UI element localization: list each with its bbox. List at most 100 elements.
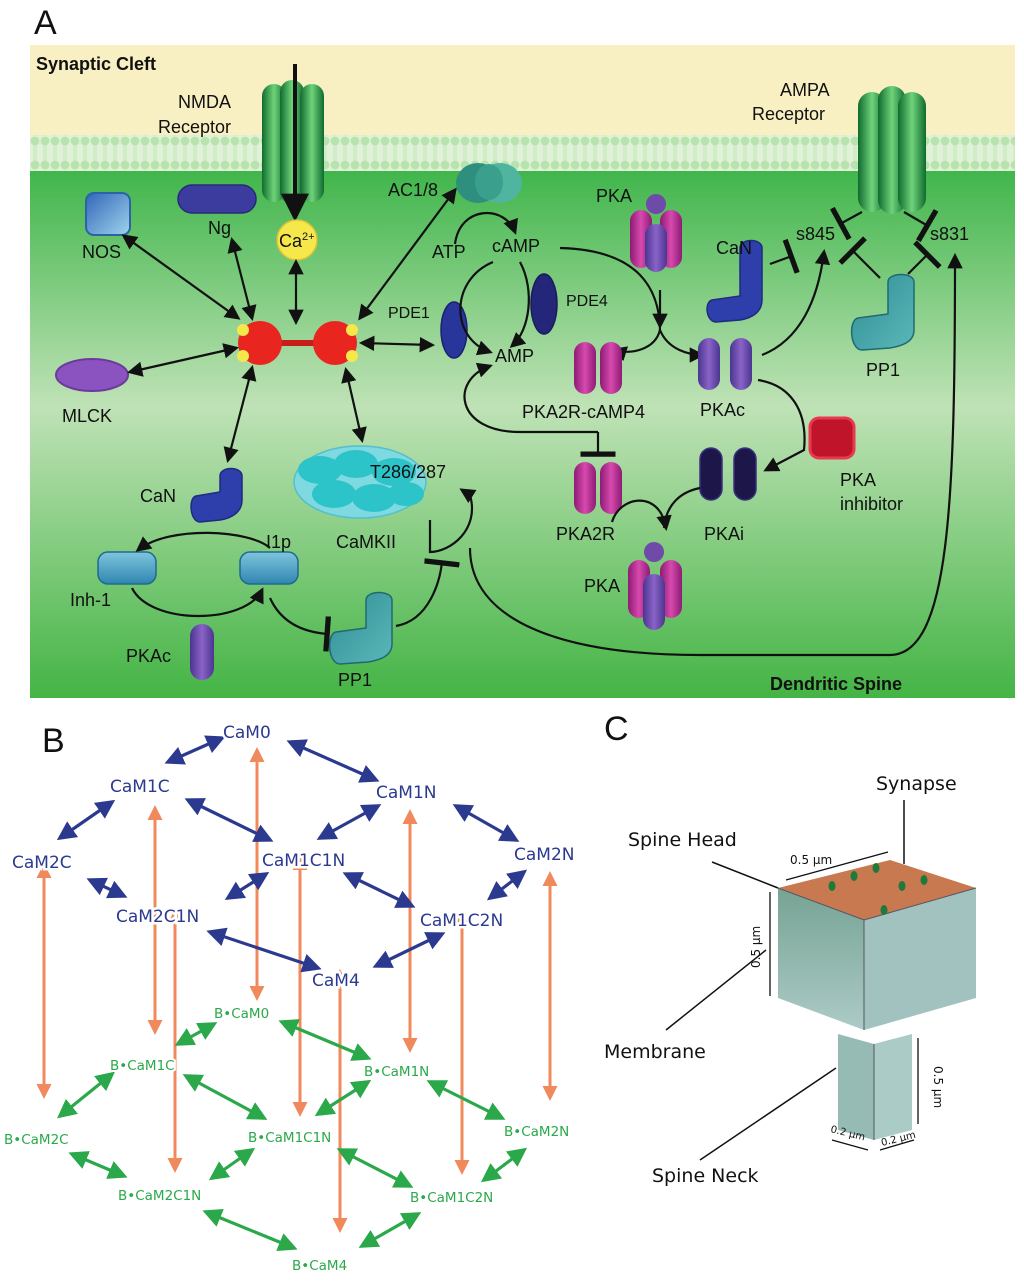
pp1-right-protein [850, 273, 915, 351]
mlck-protein [55, 358, 129, 392]
dimension-lines [769, 851, 919, 1151]
cam-interaction-arrows [121, 187, 457, 463]
binding-arrows [36, 747, 558, 1233]
node-cam1c: CaM1C [110, 777, 170, 797]
pka2r-camp4-label: PKA2R-cAMP4 [522, 402, 645, 422]
node-bcam2c1n: B•CaM2C1N [118, 1188, 201, 1204]
spine-head-right-face [864, 888, 976, 1030]
nmda-receptor [262, 64, 324, 222]
t286-label: T286/287 [370, 462, 446, 482]
node-cam1c2n: CaM1C2N [420, 911, 503, 931]
mlck-label: MLCK [62, 406, 112, 426]
head-width-label: 0.5 µm [790, 853, 832, 867]
node-cam2c: CaM2C [12, 853, 72, 873]
spine-neck-label: Spine Neck [652, 1165, 759, 1187]
membrane-bilayer [30, 135, 1015, 171]
pka-top-protein [630, 194, 682, 272]
pka-reassembly-arrow-1 [610, 499, 672, 532]
node-bcam2c: B•CaM2C [4, 1132, 69, 1148]
spine-neck-right-face [874, 1034, 912, 1140]
i1p-protein [239, 551, 299, 585]
membrane-label: Membrane [604, 1041, 706, 1063]
node-cam2c1n: CaM2C1N [116, 907, 199, 927]
ampa-phospho-arrows [757, 206, 942, 472]
ng-protein [177, 184, 257, 214]
can-right-protein [706, 239, 763, 323]
panel-letter-a: A [34, 4, 57, 42]
pkai-label: PKAi [704, 524, 744, 544]
pka-bottom-protein [628, 542, 682, 630]
pka2r-protein [574, 462, 622, 514]
atp-label: ATP [432, 242, 466, 262]
synapse-receptors [828, 863, 928, 915]
pka2r-camp4-protein [574, 342, 622, 394]
spine-head-left-face [778, 888, 864, 1030]
pde4-protein [530, 273, 558, 335]
node-bcam2n: B•CaM2N [504, 1124, 569, 1140]
camkii-label: CaMKII [336, 532, 396, 552]
ampa-receptor [858, 86, 926, 214]
node-bcam0: B•CaM0 [214, 1006, 269, 1022]
inhibitor-cycle-arrows [131, 252, 963, 657]
synapse-surface [778, 860, 976, 920]
ac-label: AC1/8 [388, 180, 438, 200]
ampa-label-2: Receptor [752, 104, 825, 124]
pkac-left-label: PKAc [126, 646, 171, 666]
inh1-label: Inh-1 [70, 590, 111, 610]
pp1-bottom-label: PP1 [338, 670, 372, 690]
callout-lines [665, 800, 905, 1161]
nmda-label-1: NMDA [178, 92, 231, 112]
neck-length-label: 0.5 µm [931, 1066, 945, 1108]
pka-bottom-label: PKA [584, 576, 620, 596]
node-bcam4: B•CaM4 [292, 1258, 347, 1274]
pp1-right-label: PP1 [866, 360, 900, 380]
pka2r-label: PKA2R [556, 524, 615, 544]
calcium-label: Ca2+ [279, 231, 315, 251]
node-cam4: CaM4 [312, 971, 360, 991]
pka-inhibitor-protein [808, 416, 856, 460]
panel-letter-c: C [604, 710, 629, 748]
free-cam-edges [56, 735, 528, 973]
pka-inhibitor-label-1: PKA [840, 470, 876, 490]
panel-letter-b: B [42, 722, 65, 760]
bound-cam-nodes: B•CaM0 B•CaM1C B•CaM1N B•CaM2C B•CaM1C1N… [2, 1004, 571, 1276]
panel-c: C 0.5 µm 0.5 µm 0.5 µm [604, 710, 977, 1187]
i1p-label: I1p [266, 532, 291, 552]
s845-label: s845 [796, 224, 835, 244]
pde4-label: PDE4 [566, 293, 608, 310]
synaptic-cleft-label: Synaptic Cleft [36, 54, 156, 74]
node-bcam1c: B•CaM1C [110, 1058, 175, 1074]
node-bcam1c2n: B•CaM1C2N [410, 1190, 493, 1206]
node-cam2n: CaM2N [514, 845, 575, 865]
ampa-label-1: AMPA [780, 80, 830, 100]
pkac-right-label: PKAc [700, 400, 745, 420]
pka-top-label: PKA [596, 186, 632, 206]
camkii-protein [293, 445, 427, 519]
head-height-label: 0.5 µm [749, 926, 763, 968]
nos-protein [85, 192, 131, 236]
spine-head-label: Spine Head [628, 829, 737, 851]
node-bcam1n: B•CaM1N [364, 1064, 429, 1080]
pka-inhibitor-label-2: inhibitor [840, 494, 903, 514]
pkai-protein [699, 447, 757, 501]
can-left-label: CaN [140, 486, 176, 506]
nos-label: NOS [82, 242, 121, 262]
inh1-protein [97, 551, 157, 585]
pp1-bottom-protein [328, 591, 393, 665]
node-cam0: CaM0 [223, 723, 271, 743]
pde1-label: PDE1 [388, 305, 430, 322]
panel-a: A Synaptic Cleft Dendritic Spine NMDA Re… [30, 4, 1015, 698]
synaptic-cleft-region [30, 45, 1015, 140]
panel-b: B [2, 721, 578, 1277]
node-cam1c1n: CaM1C1N [262, 851, 345, 871]
synapse-label: Synapse [876, 773, 957, 795]
pde1-protein [440, 301, 468, 359]
free-cam-nodes: CaM0 CaM1C CaM1N CaM2C CaM1C1N CaM2N CaM… [10, 721, 578, 994]
dendritic-spine-label: Dendritic Spine [770, 674, 902, 694]
pkac-left-protein [190, 624, 214, 680]
node-cam1n: CaM1N [376, 783, 437, 803]
calmodulin [237, 321, 358, 365]
spine-neck-left-face [838, 1034, 874, 1140]
camp-label: cAMP [492, 236, 540, 256]
